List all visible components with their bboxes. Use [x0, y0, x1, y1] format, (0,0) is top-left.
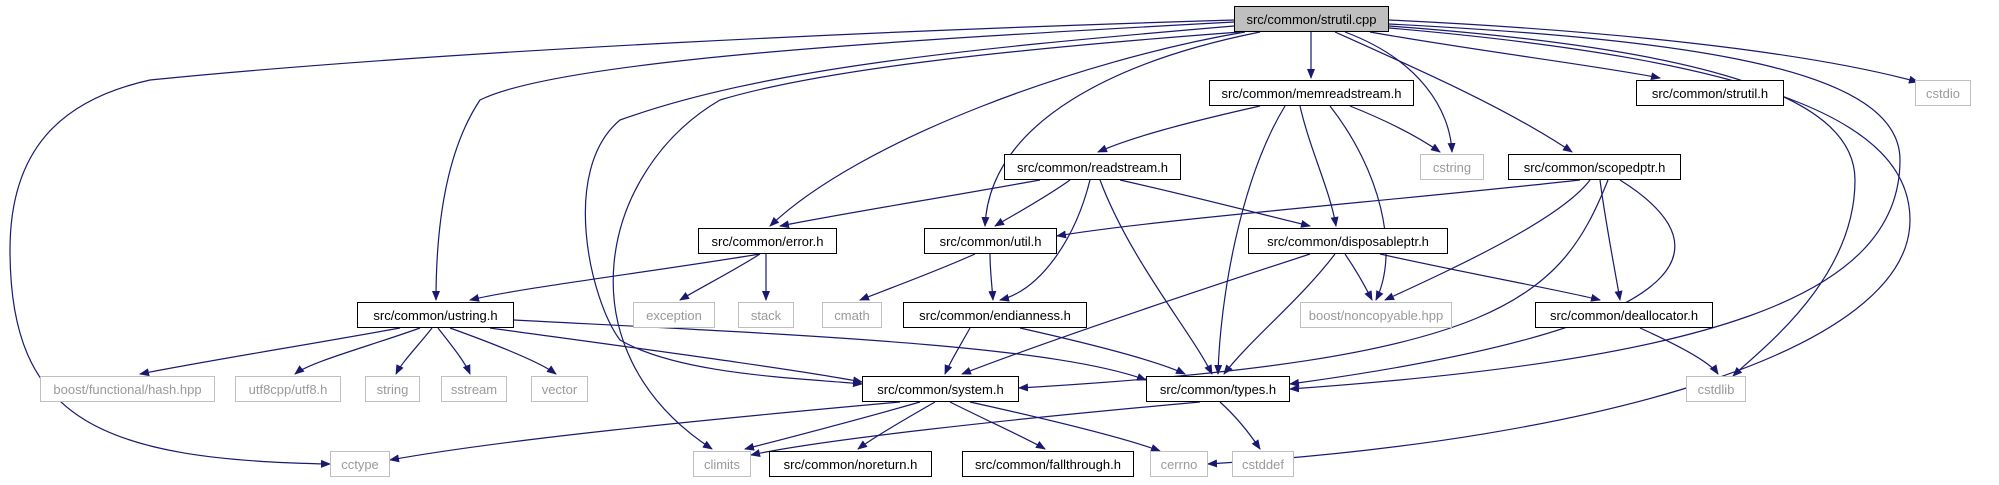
edge-strutil-cpp-system-h	[584, 25, 1235, 388]
node-vector: vector	[531, 376, 588, 402]
edge-ustring-h-utf8-h	[294, 327, 421, 375]
edge-scopedptr-h-types-h	[1289, 179, 1676, 387]
edge-strutil-cpp-cerrno	[1207, 27, 1911, 468]
node-cstring: cstring	[1420, 154, 1484, 180]
edge-strutil-cpp-scopedptr-h	[1334, 31, 1573, 153]
node-boost-functional-hash-hpp: boost/functional/hash.hpp	[40, 376, 215, 402]
edge-system-h-cerrno	[969, 401, 1161, 452]
node-utf8cpp-utf8-h: utf8cpp/utf8.h	[235, 376, 341, 402]
node-cstddef: cstddef	[1232, 451, 1294, 477]
node-error-h[interactable]: src/common/error.h	[698, 228, 837, 254]
edge-strutil-cpp-strutil-h	[1369, 31, 1661, 81]
edge-ustring-h-hash-hpp	[139, 327, 401, 377]
node-types-h[interactable]: src/common/types.h	[1146, 376, 1290, 402]
node-ustring-h[interactable]: src/common/ustring.h	[357, 302, 514, 328]
node-system-h[interactable]: src/common/system.h	[862, 376, 1019, 402]
node-strutil-h[interactable]: src/common/strutil.h	[1636, 80, 1784, 106]
edge-scopedptr-h-noncopyable-hpp	[1384, 179, 1591, 301]
edge-system-h-climits	[744, 401, 921, 451]
node-memreadstream-h[interactable]: src/common/memreadstream.h	[1209, 80, 1414, 106]
node-cstdio: cstdio	[1915, 80, 1971, 106]
edge-system-h-cctype	[389, 401, 901, 463]
node-cerrno: cerrno	[1150, 451, 1208, 477]
edge-util-h-cmath	[859, 253, 976, 301]
node-climits: climits	[693, 451, 751, 477]
edge-readstream-h-types-h	[1099, 179, 1213, 375]
node-cstdlib: cstdlib	[1686, 376, 1746, 402]
node-strutil-cpp: src/common/strutil.cpp	[1234, 6, 1389, 32]
edge-disposableptr-h-noncopyable-hpp	[1344, 253, 1373, 301]
edge-strutil-cpp-cstdlib	[1388, 25, 1856, 377]
edge-memreadstream-h-disposableptr-h	[1299, 105, 1339, 227]
node-scopedptr-h[interactable]: src/common/scopedptr.h	[1508, 154, 1681, 180]
edge-strutil-cpp-climits	[612, 31, 1241, 450]
node-string: string	[365, 376, 420, 402]
edge-error-h-ustring-h	[469, 253, 761, 302]
edge-types-h-climits	[750, 401, 1201, 457]
edge-strutil-cpp-ustring-h	[432, 21, 1235, 301]
edge-endianness-h-types-h	[1019, 327, 1186, 375]
edge-scopedptr-h-system-h	[1018, 179, 1609, 392]
edge-memreadstream-h-types-h	[1214, 105, 1286, 375]
edge-memreadstream-h-readstream-h	[1097, 105, 1261, 153]
edge-scopedptr-h-deallocator-h	[1599, 179, 1623, 301]
edge-util-h-endianness-h	[988, 253, 997, 301]
edge-strutil-cpp-util-h	[981, 31, 1261, 227]
edge-ustring-h-sstream	[437, 327, 471, 375]
edge-strutil-cpp-cstdio	[1388, 19, 1919, 84]
edge-disposableptr-h-deallocator-h	[1379, 253, 1601, 302]
node-util-h[interactable]: src/common/util.h	[924, 228, 1057, 254]
edge-readstream-h-error-h	[779, 179, 1041, 229]
edge-endianness-h-system-h	[944, 327, 971, 375]
edge-strutil-cpp-types-h	[1289, 23, 1901, 393]
node-sstream: sstream	[441, 376, 507, 402]
node-exception: exception	[633, 302, 715, 328]
edge-types-h-cstddef	[1219, 401, 1261, 450]
edge-scopedptr-h-util-h	[1056, 179, 1581, 239]
edge-memreadstream-h-noncopyable-hpp	[1329, 105, 1387, 301]
edge-strutil-cpp-error-h	[769, 31, 1246, 227]
node-cctype: cctype	[330, 451, 390, 477]
edge-ustring-h-system-h	[489, 327, 863, 385]
edge-memreadstream-h-cstring	[1349, 105, 1441, 153]
node-noncopyable-hpp: boost/noncopyable.hpp	[1300, 302, 1452, 328]
node-readstream-h[interactable]: src/common/readstream.h	[1004, 154, 1181, 180]
edge-ustring-h-vector	[449, 327, 557, 375]
dependency-edges	[9, 19, 1919, 468]
node-stack: stack	[738, 302, 794, 328]
edge-disposableptr-h-types-h	[1223, 253, 1336, 375]
edge-error-h-exception	[679, 253, 761, 301]
edge-system-h-fallthrough-h	[949, 401, 1046, 450]
node-disposableptr-h[interactable]: src/common/disposableptr.h	[1248, 228, 1448, 254]
edge-readstream-h-endianness-h	[999, 179, 1091, 302]
node-noreturn-h[interactable]: src/common/noreturn.h	[769, 451, 932, 477]
edge-deallocator-h-cstdlib	[1639, 327, 1719, 375]
edge-readstream-h-disposableptr-h	[1119, 179, 1311, 228]
edge-system-h-noreturn-h	[857, 401, 936, 450]
node-deallocator-h[interactable]: src/common/deallocator.h	[1535, 302, 1713, 328]
edge-strutil-cpp-cctype	[9, 19, 1235, 468]
edge-ustring-h-types-h	[513, 319, 1147, 381]
edge-readstream-h-util-h	[994, 179, 1071, 227]
edge-disposableptr-h-system-h	[961, 253, 1311, 375]
edge-ustring-h-string	[395, 327, 433, 375]
node-cmath: cmath	[822, 302, 882, 328]
node-endianness-h[interactable]: src/common/endianness.h	[903, 302, 1087, 328]
node-fallthrough-h[interactable]: src/common/fallthrough.h	[962, 451, 1134, 477]
edge-strutil-cpp-cstring	[1344, 31, 1456, 153]
